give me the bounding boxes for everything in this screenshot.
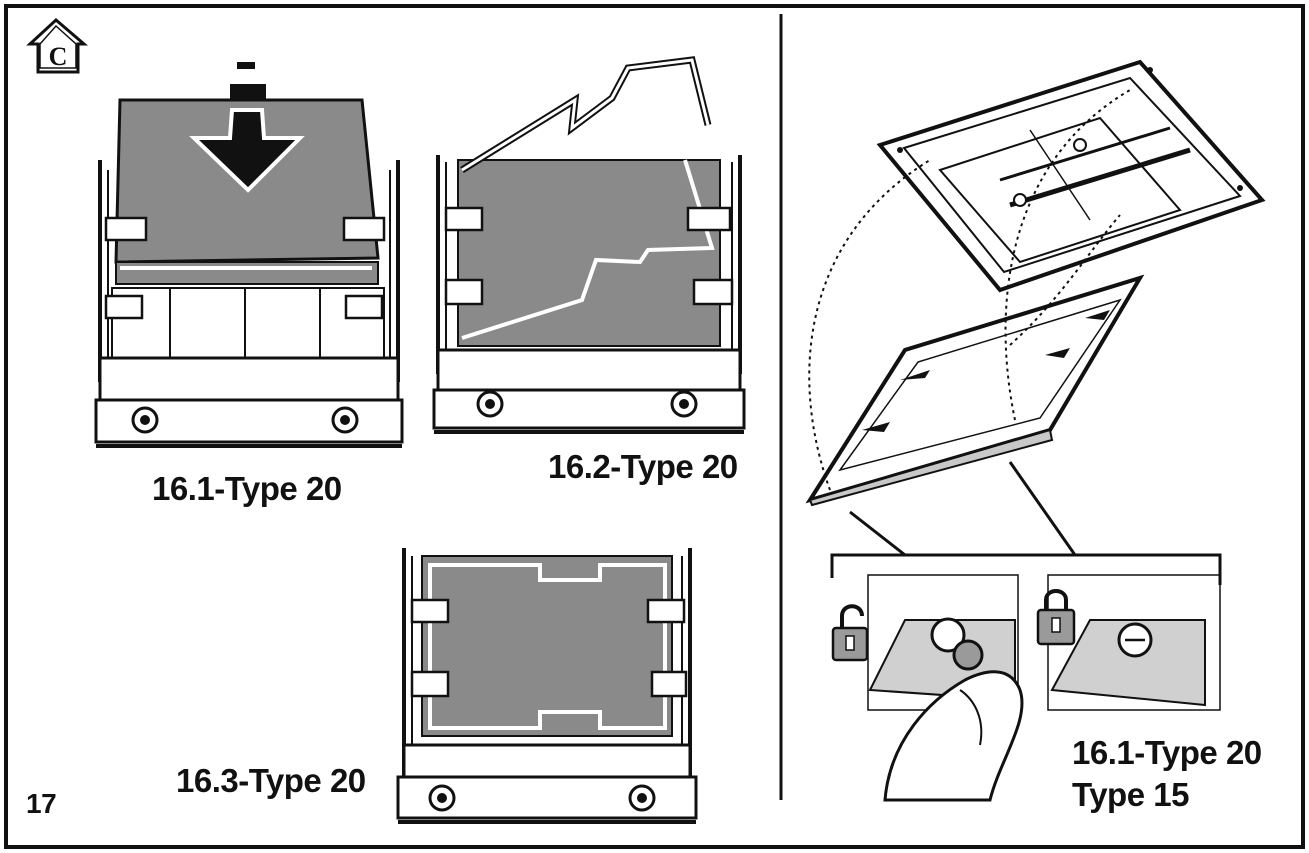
- unlocked-padlock-icon: [831, 604, 869, 662]
- svg-text:C: C: [49, 42, 68, 71]
- home-c-icon: C: [26, 17, 89, 74]
- figure-16-3: [396, 548, 698, 824]
- caption-right-line2: Type 15: [1072, 776, 1189, 813]
- down-arrow-icon: [189, 62, 305, 193]
- caption-right-line1: 16.1-Type 20: [1072, 734, 1262, 771]
- page-number: 17: [26, 788, 57, 819]
- caption-16-1: 16.1-Type 20: [152, 470, 342, 507]
- caption-16-2: 16.2-Type 20: [548, 448, 738, 485]
- figure-16-2: [432, 56, 746, 434]
- caption-16-3: 16.3-Type 20: [176, 762, 366, 799]
- figure-16-1: [94, 62, 404, 448]
- locked-padlock-icon: [1036, 589, 1076, 646]
- figure-right-install: [805, 59, 1266, 802]
